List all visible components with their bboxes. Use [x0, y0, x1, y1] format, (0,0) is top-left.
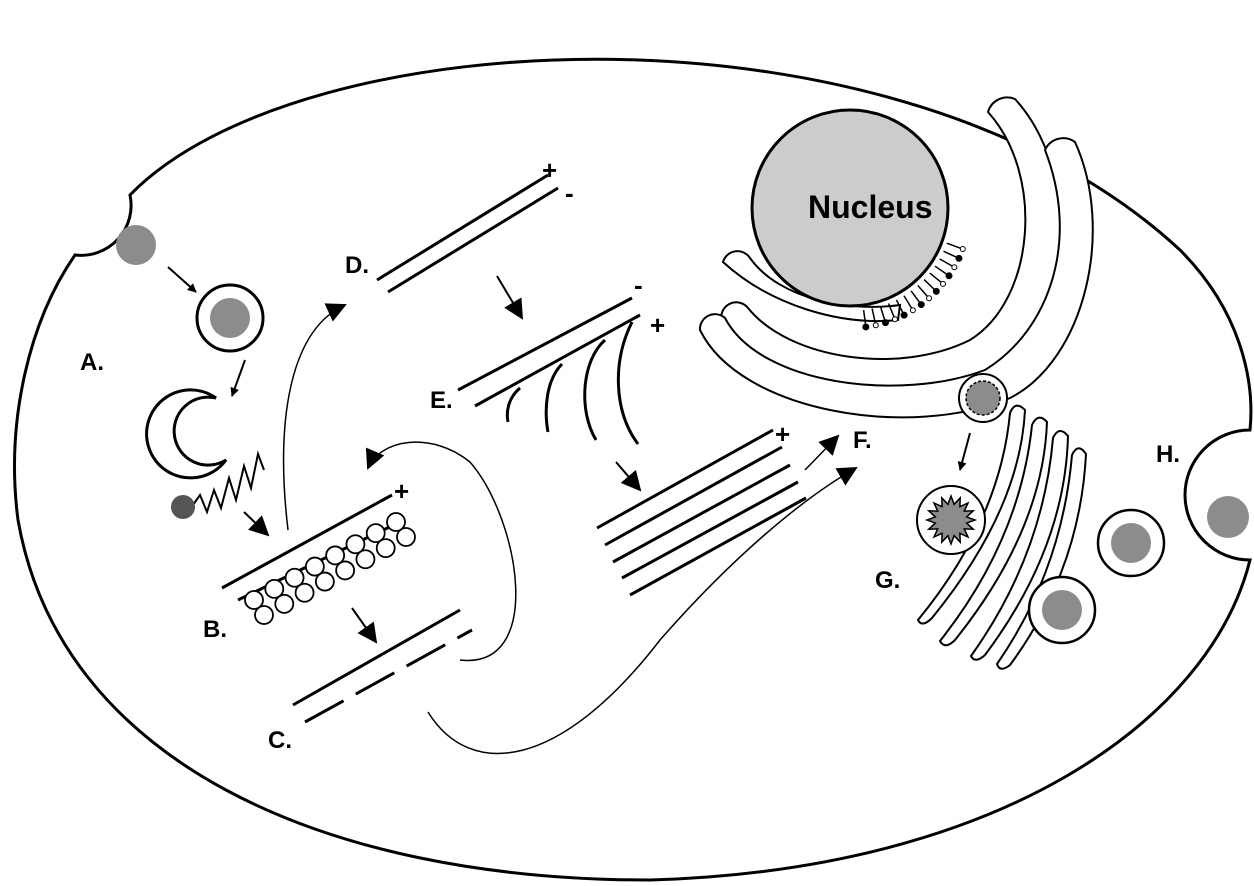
- endocytosis-group: A.: [80, 225, 264, 519]
- ribosome: [940, 281, 945, 286]
- bundle-line-4: [622, 482, 798, 578]
- filament-e-group: - + E.: [430, 270, 665, 444]
- bundle-line-3: [613, 465, 790, 562]
- bound-particle: [356, 550, 374, 568]
- filament-b-group: + B.: [203, 476, 415, 643]
- bundle-line-2: [605, 447, 782, 545]
- cargo-particle-a: [116, 225, 156, 265]
- filament-b-top: [222, 495, 392, 588]
- branch-4: [618, 322, 638, 444]
- nucleus-label: Nucleus: [808, 189, 932, 225]
- vesicle-cargo: [210, 298, 250, 338]
- arrow-b-to-d: [284, 305, 345, 530]
- branch-2: [546, 364, 562, 432]
- secretory-vesicle-2-cargo: [1042, 590, 1082, 630]
- filament-c-top: [293, 610, 460, 705]
- filament-c-group: C.: [268, 608, 472, 754]
- arrow-a2: [232, 360, 245, 396]
- ribosome: [946, 273, 952, 279]
- arrow-e-f: [616, 462, 640, 490]
- label-b: B.: [203, 616, 227, 643]
- arrow-c: [352, 608, 376, 642]
- ribosome: [901, 312, 907, 318]
- label-g: G.: [875, 567, 900, 594]
- bound-particle: [397, 528, 415, 546]
- plus-e: +: [650, 310, 665, 340]
- filament-f-group: + F.: [428, 419, 872, 753]
- filament-e-top: [458, 298, 632, 390]
- bundle-line-1: [597, 430, 773, 528]
- label-f: F.: [853, 427, 872, 454]
- filament-c-dashed: [305, 630, 472, 722]
- bound-particle: [336, 561, 354, 579]
- crescent-vesicle: [147, 390, 226, 478]
- ribosome: [927, 296, 932, 301]
- bound-particle: [316, 573, 334, 591]
- ribosome: [918, 302, 924, 308]
- arrow-to-f-1: [805, 436, 838, 470]
- label-d: D.: [345, 252, 369, 279]
- plus-d: +: [542, 155, 557, 185]
- released-ligand-chain: [193, 454, 264, 512]
- secretory-vesicle-1-cargo: [1111, 523, 1151, 563]
- label-c: C.: [268, 727, 292, 754]
- bundle-line-5: [630, 498, 806, 595]
- label-h: H.: [1156, 441, 1180, 468]
- coated-vesicle-top-core: [966, 381, 1000, 415]
- ribosome: [873, 323, 878, 328]
- arrow-d-e: [497, 276, 522, 318]
- released-ligand: [171, 495, 195, 519]
- filament-e-bottom: [475, 315, 640, 406]
- spiky-cargo: [927, 496, 975, 544]
- nucleus-group: Nucleus: [700, 97, 1093, 417]
- minus-e: -: [634, 270, 643, 300]
- bound-particle: [377, 539, 395, 557]
- ribosome: [882, 320, 888, 326]
- arrow-a1: [168, 267, 196, 292]
- ribosome: [952, 265, 957, 270]
- bound-particle: [275, 595, 293, 613]
- ribosome: [910, 308, 915, 313]
- filament-d-bottom: [388, 188, 558, 292]
- branch-1: [507, 388, 520, 422]
- ribosome: [892, 317, 897, 322]
- bound-particle: [296, 584, 314, 602]
- golgi-group: G.: [875, 374, 1164, 669]
- filament-d-top: [377, 175, 548, 280]
- arrow-c-to-f: [428, 468, 856, 753]
- arrow-g: [960, 433, 970, 470]
- minus-d: -: [565, 178, 574, 208]
- label-e: E.: [430, 387, 453, 414]
- ribosome: [956, 255, 962, 261]
- filament-d-group: + - D.: [284, 155, 574, 530]
- branch-3: [585, 340, 605, 440]
- arrow-b: [244, 512, 268, 535]
- bound-particle: [255, 606, 273, 624]
- exocytosis-group: H.: [1156, 441, 1249, 538]
- exocytosis-cargo: [1207, 496, 1249, 538]
- ribosome: [960, 247, 965, 252]
- label-a: A.: [80, 349, 104, 376]
- ribosome: [863, 324, 869, 330]
- ribosome: [933, 288, 939, 294]
- plus-b: +: [394, 476, 409, 506]
- plus-f: +: [775, 419, 790, 449]
